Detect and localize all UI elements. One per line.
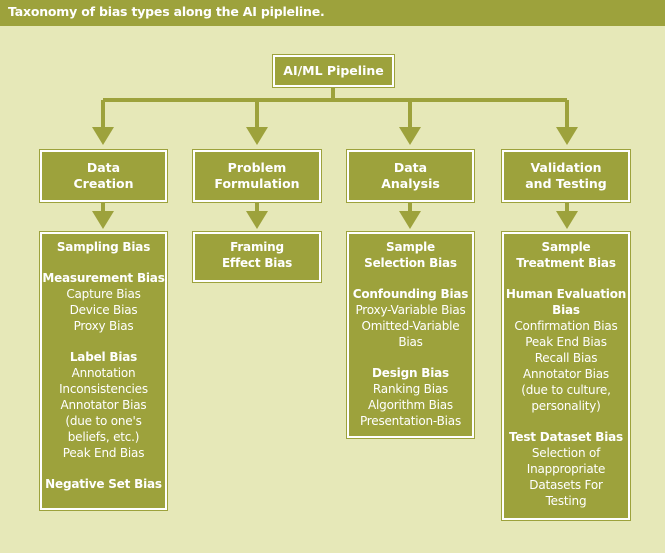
spacer (42, 334, 165, 349)
bias-category: Framing (230, 240, 284, 254)
figure-caption: Taxonomy of bias types along the AI pipl… (0, 0, 665, 26)
bias-item: (due to culture, (521, 383, 611, 397)
stage-label-line: Analysis (381, 176, 440, 191)
bias-category: Bias (552, 303, 580, 317)
stage-label-line: Data (86, 160, 121, 175)
arrowhead (399, 211, 421, 229)
spacer (349, 350, 472, 365)
bias-item: Testing (545, 494, 587, 508)
arrowhead (556, 211, 578, 229)
stage-problem-formulation: Problem Formulation (192, 149, 322, 203)
bias-category: Design Bias (372, 366, 449, 380)
stage-label-line: Data (393, 160, 428, 175)
bias-item: (due to one's (65, 414, 142, 428)
spacer (42, 255, 165, 270)
bias-item: Inappropriate (526, 462, 606, 476)
spacer (42, 461, 165, 476)
bias-item: Proxy Bias (73, 319, 134, 333)
arrowhead (92, 211, 114, 229)
bias-item: Peak End Bias (525, 335, 607, 349)
stage-label-line: Creation (73, 176, 134, 191)
arrowhead (246, 127, 268, 145)
bias-category: Negative Set Bias (45, 477, 162, 491)
bias-item: Device Bias (69, 303, 138, 317)
arrowhead (399, 127, 421, 145)
bias-item: Capture Bias (66, 287, 141, 301)
spacer (349, 271, 472, 286)
stage-label-line: Problem (227, 160, 287, 175)
bias-category: Effect Bias (221, 256, 293, 270)
bias-item: Selection of (531, 446, 601, 460)
stage-label-line: Validation (530, 160, 602, 175)
arrowhead (92, 127, 114, 145)
stage-data-creation: Data Creation (39, 149, 168, 203)
stage-label-line: Formulation (214, 176, 300, 191)
stage-data-analysis: Data Analysis (346, 149, 475, 203)
bias-category: Label Bias (69, 350, 138, 364)
arrowhead (556, 127, 578, 145)
stage-validation-testing: Validation and Testing (501, 149, 631, 203)
bias-category: Selection Bias (364, 256, 457, 270)
root-node: AI/ML Pipeline (272, 54, 395, 88)
spacer (504, 271, 628, 286)
bias-item: Confirmation Bias (514, 319, 618, 333)
stage-label-line: and Testing (525, 176, 607, 191)
bias-item: Proxy-Variable Bias (355, 303, 466, 317)
bias-item: Omitted-Variable (361, 319, 460, 333)
bias-category: Measurement Bias (42, 271, 165, 285)
bias-category: Human Evaluation (505, 287, 627, 301)
bias-category: Sample (386, 240, 435, 254)
arrowhead (246, 211, 268, 229)
spacer (504, 414, 628, 429)
bias-item: Annotator Bias (60, 398, 147, 412)
bias-item: Datasets For (529, 478, 603, 492)
bias-item: Annotation (71, 366, 136, 380)
bias-item: Peak End Bias (62, 446, 145, 460)
bias-item: Algorithm Bias (368, 398, 453, 412)
bias-item: Bias (398, 335, 423, 349)
bias-item: Recall Bias (534, 351, 598, 365)
bias-category: Confounding Bias (352, 287, 469, 301)
bias-category: Treatment Bias (516, 256, 616, 270)
bias-item: Ranking Bias (372, 382, 449, 396)
bias-item: personality) (531, 399, 601, 413)
bias-item: Annotator Bias (523, 367, 609, 381)
figure-caption-text: Taxonomy of bias types along the AI pipl… (8, 4, 325, 19)
bias-item: Presentation-Bias (359, 414, 462, 428)
bias-item: beliefs, etc.) (67, 430, 140, 444)
bias-category: Sample (541, 240, 591, 254)
bias-category: Test Dataset Bias (509, 430, 623, 444)
root-node-label: AI/ML Pipeline (283, 63, 384, 78)
bias-item: Inconsistencies (59, 382, 148, 396)
bias-category: Sampling Bias (56, 240, 151, 254)
